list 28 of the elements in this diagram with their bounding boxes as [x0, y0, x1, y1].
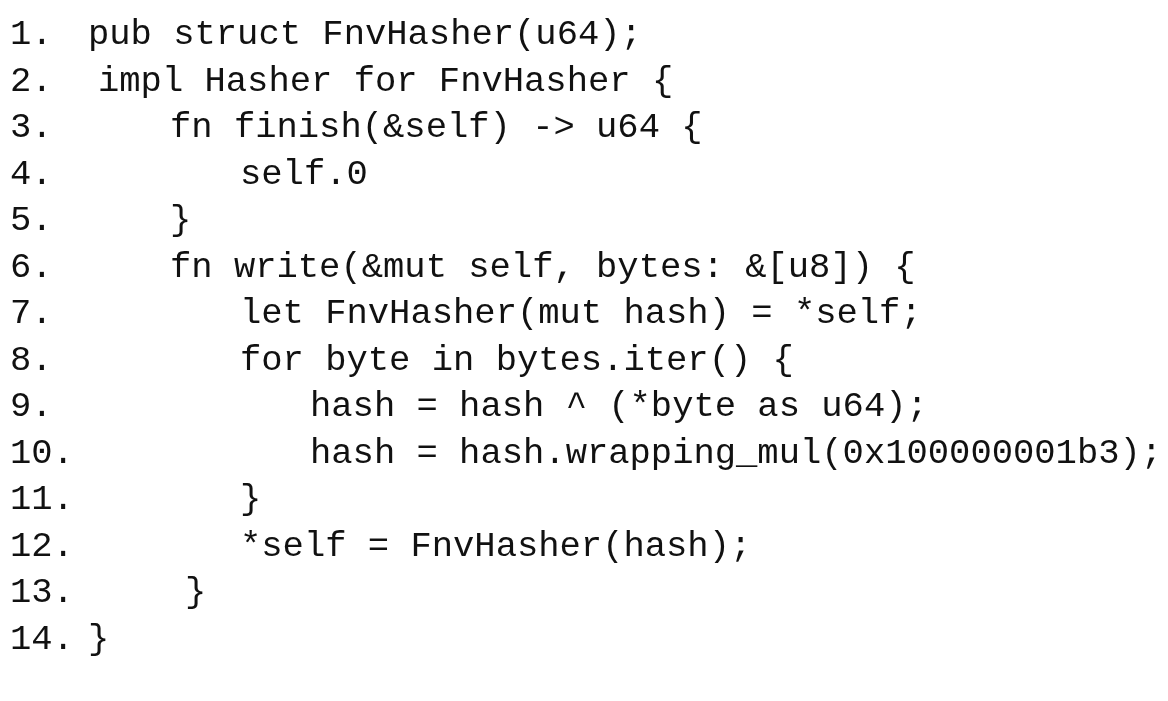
- line-number: 6.: [10, 246, 53, 289]
- code-line: hash = hash.wrapping_mul(0x100000001b3);: [310, 432, 1163, 475]
- code-line: *self = FnvHasher(hash);: [240, 525, 752, 568]
- line-number: 11.: [10, 479, 74, 521]
- line-number: 1.: [10, 14, 53, 56]
- line-number: 5.: [10, 200, 53, 242]
- code-line: fn finish(&self) -> u64 {: [170, 107, 703, 149]
- code-line: impl Hasher for FnvHasher {: [98, 60, 674, 103]
- line-number: 2.: [10, 60, 53, 103]
- code-line: }: [240, 479, 262, 521]
- code-line: self.0: [240, 153, 368, 196]
- code-line: hash = hash ^ (*byte as u64);: [310, 386, 928, 428]
- code-line: fn write(&mut self, bytes: &[u8]) {: [170, 246, 916, 289]
- line-number: 7.: [10, 293, 53, 335]
- line-number: 14.: [10, 618, 74, 661]
- line-number: 13.: [10, 572, 74, 614]
- code-line: }: [170, 200, 192, 242]
- line-number: 8.: [10, 339, 53, 382]
- code-line: for byte in bytes.iter() {: [240, 339, 794, 382]
- line-number: 12.: [10, 525, 74, 568]
- code-line: pub struct FnvHasher(u64);: [88, 14, 642, 56]
- line-number: 4.: [10, 153, 53, 196]
- code-line: }: [185, 572, 207, 614]
- line-number: 3.: [10, 107, 53, 149]
- line-number: 9.: [10, 386, 53, 428]
- code-line: }: [88, 618, 110, 661]
- code-line: let FnvHasher(mut hash) = *self;: [240, 293, 922, 335]
- line-number: 10.: [10, 432, 74, 475]
